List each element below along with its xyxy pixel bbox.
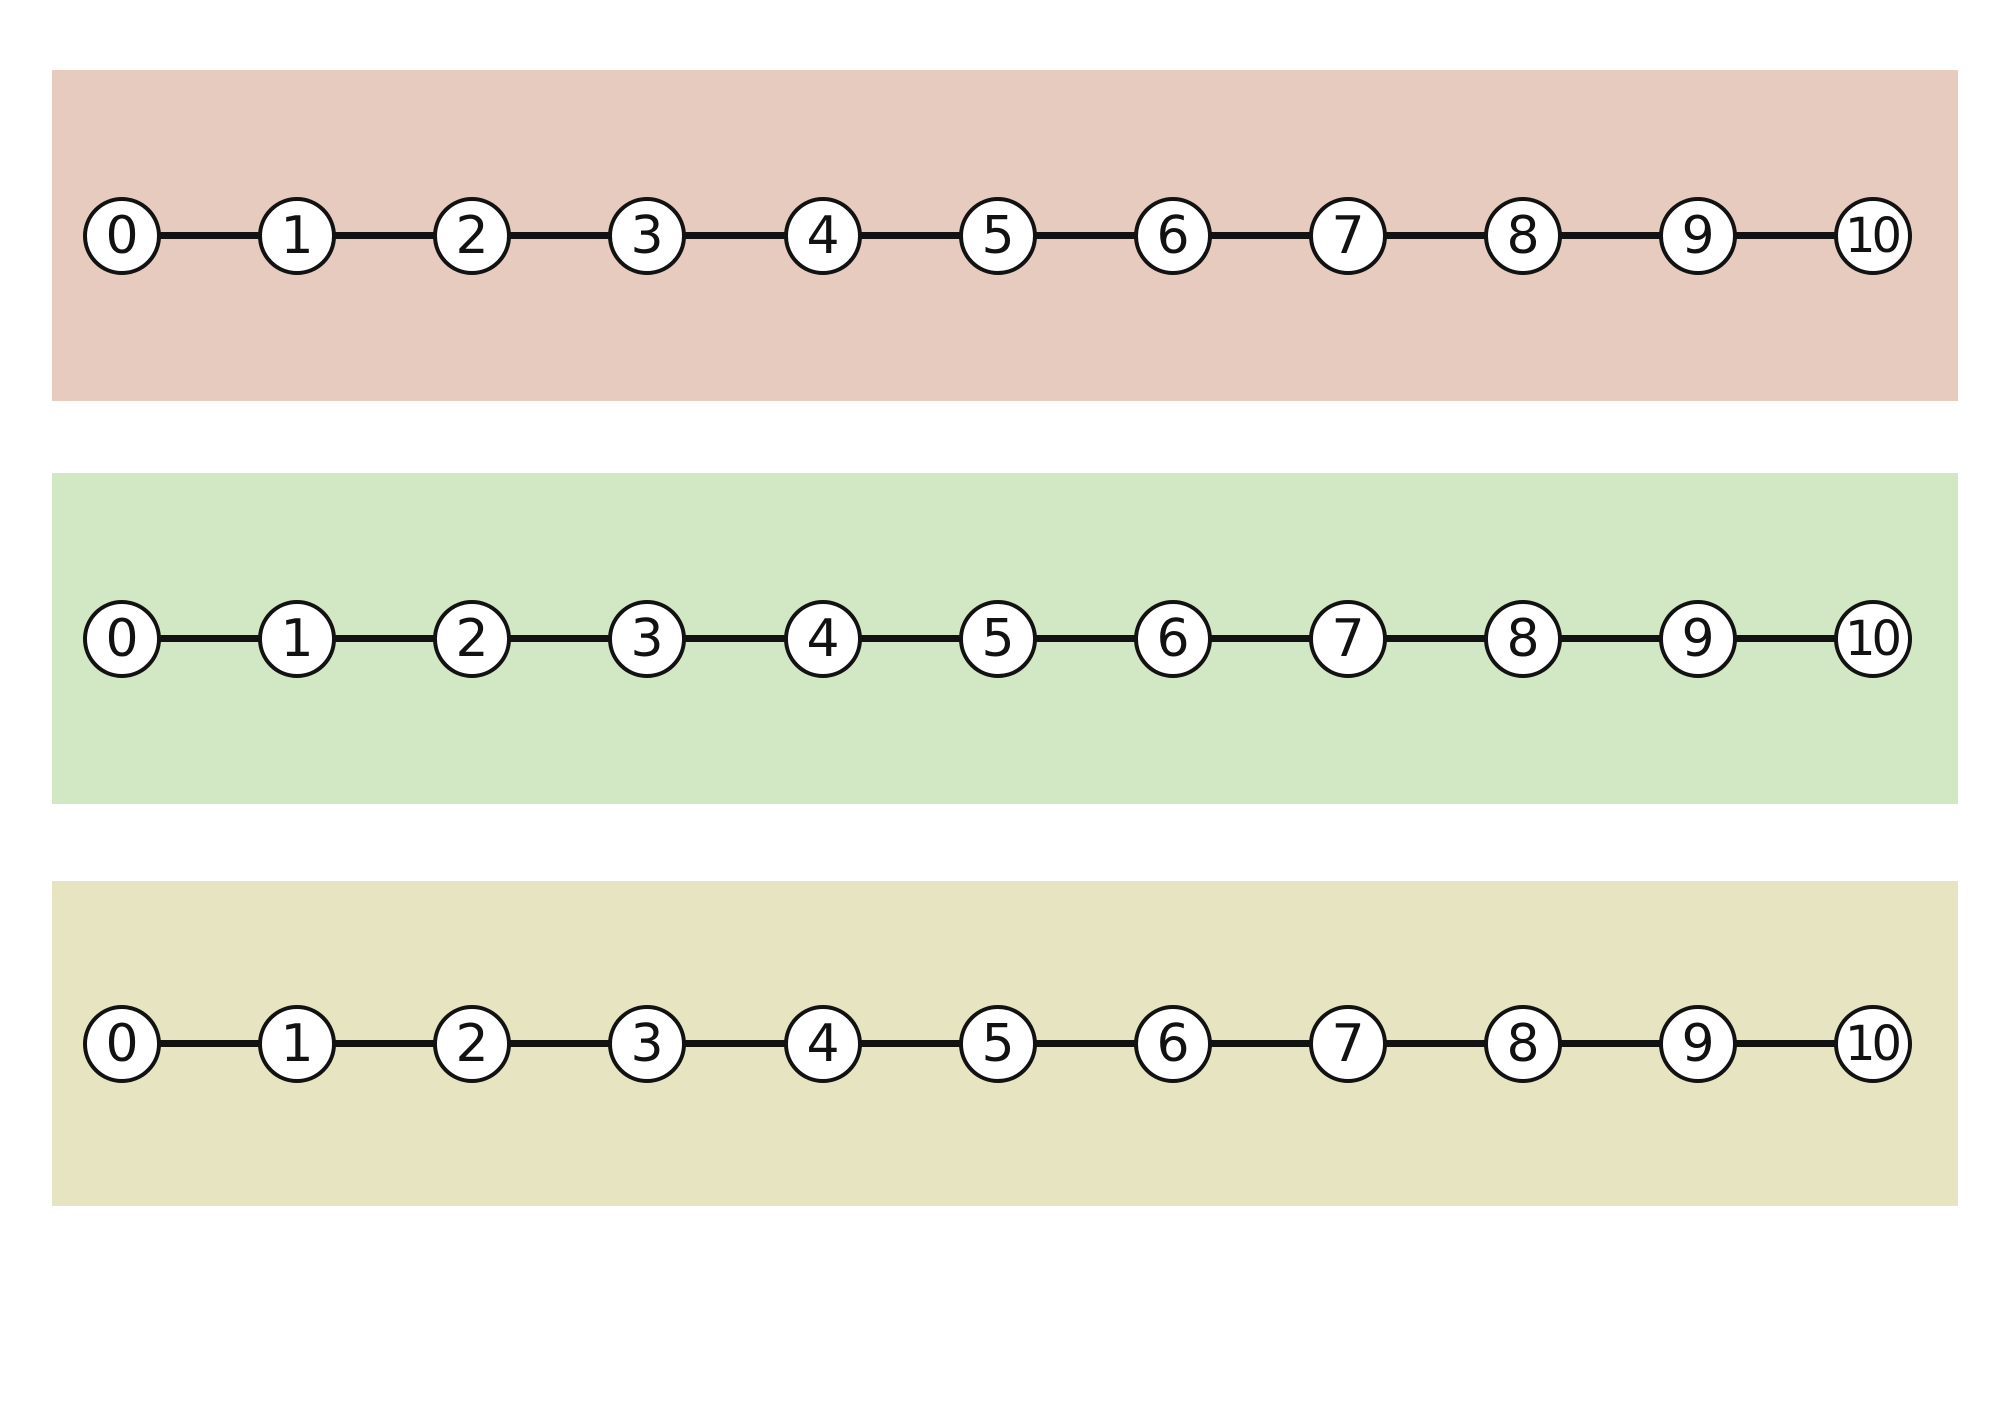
number-label: 5 xyxy=(981,608,1015,669)
number-circle: 4 xyxy=(784,1004,862,1083)
number-label: 6 xyxy=(1156,608,1190,669)
number-label: 3 xyxy=(630,205,664,266)
number-circle: 5 xyxy=(959,1004,1037,1083)
number-label: 4 xyxy=(806,1013,840,1074)
number-circle: 7 xyxy=(1309,599,1387,678)
number-circle: 3 xyxy=(608,1004,686,1083)
number-circle: 8 xyxy=(1484,1004,1562,1083)
number-circle: 9 xyxy=(1659,196,1737,275)
number-circle: 6 xyxy=(1134,599,1212,678)
number-label: 1 xyxy=(280,1013,314,1074)
number-label: 0 xyxy=(105,608,139,669)
number-circle: 1 xyxy=(258,196,336,275)
number-label: 10 xyxy=(1844,207,1902,264)
number-label: 10 xyxy=(1844,1015,1902,1072)
number-label: 6 xyxy=(1156,1013,1190,1074)
number-circle: 0 xyxy=(83,599,161,678)
number-line: 0 1 2 3 4 5 6 7 8 9 10 xyxy=(52,473,1958,804)
number-circle: 5 xyxy=(959,196,1037,275)
number-circle: 2 xyxy=(433,196,511,275)
number-label: 4 xyxy=(806,205,840,266)
number-label: 7 xyxy=(1331,608,1365,669)
number-circle: 10 xyxy=(1834,1004,1912,1083)
number-label: 2 xyxy=(455,205,489,266)
number-label: 4 xyxy=(806,608,840,669)
number-label: 10 xyxy=(1844,610,1902,667)
number-line: 0 1 2 3 4 5 6 7 8 9 10 xyxy=(52,881,1958,1206)
number-circle: 5 xyxy=(959,599,1037,678)
number-circle: 6 xyxy=(1134,1004,1212,1083)
number-label: 5 xyxy=(981,205,1015,266)
number-label: 9 xyxy=(1681,205,1715,266)
number-circle: 10 xyxy=(1834,599,1912,678)
number-circle: 9 xyxy=(1659,1004,1737,1083)
number-circle: 8 xyxy=(1484,196,1562,275)
number-label: 8 xyxy=(1506,608,1540,669)
number-label: 1 xyxy=(280,608,314,669)
number-circle: 7 xyxy=(1309,196,1387,275)
number-label: 2 xyxy=(455,608,489,669)
number-circle: 9 xyxy=(1659,599,1737,678)
number-circle: 4 xyxy=(784,599,862,678)
number-circle: 6 xyxy=(1134,196,1212,275)
number-label: 1 xyxy=(280,205,314,266)
number-circle: 3 xyxy=(608,196,686,275)
number-label: 8 xyxy=(1506,205,1540,266)
number-label: 0 xyxy=(105,1013,139,1074)
number-strip-yellow: 0 1 2 3 4 5 6 7 8 9 10 xyxy=(52,881,1958,1206)
number-circle: 7 xyxy=(1309,1004,1387,1083)
number-label: 7 xyxy=(1331,205,1365,266)
number-circle: 1 xyxy=(258,599,336,678)
number-label: 2 xyxy=(455,1013,489,1074)
number-label: 3 xyxy=(630,1013,664,1074)
number-strip-green: 0 1 2 3 4 5 6 7 8 9 10 xyxy=(52,473,1958,804)
number-circle: 2 xyxy=(433,1004,511,1083)
number-label: 5 xyxy=(981,1013,1015,1074)
number-circle: 10 xyxy=(1834,196,1912,275)
number-label: 9 xyxy=(1681,1013,1715,1074)
number-label: 0 xyxy=(105,205,139,266)
number-line: 0 1 2 3 4 5 6 7 8 9 10 xyxy=(52,70,1958,401)
number-label: 3 xyxy=(630,608,664,669)
number-label: 6 xyxy=(1156,205,1190,266)
number-label: 8 xyxy=(1506,1013,1540,1074)
number-circle: 3 xyxy=(608,599,686,678)
number-label: 9 xyxy=(1681,608,1715,669)
number-circle: 1 xyxy=(258,1004,336,1083)
number-circle: 2 xyxy=(433,599,511,678)
number-circle: 0 xyxy=(83,1004,161,1083)
number-circle: 0 xyxy=(83,196,161,275)
number-label: 7 xyxy=(1331,1013,1365,1074)
number-strip-pink: 0 1 2 3 4 5 6 7 8 9 10 xyxy=(52,70,1958,401)
number-circle: 8 xyxy=(1484,599,1562,678)
number-circle: 4 xyxy=(784,196,862,275)
